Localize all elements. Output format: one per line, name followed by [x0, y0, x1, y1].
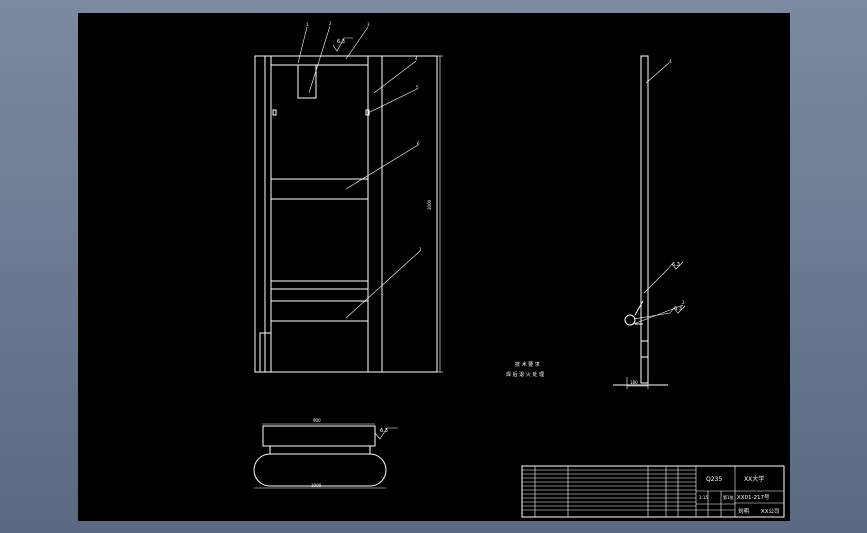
title-drawing-no: XX01-217号 — [737, 494, 770, 501]
balloon-1: 1 — [306, 22, 309, 27]
tech-requirements-title: 技 术 要 求 — [515, 361, 540, 368]
drawing-sheet: 3000 1 2 3 4 5 6 1 6.3 4 2 6.3 — [78, 13, 790, 521]
title-block-frame — [521, 465, 785, 518]
title-drawer: 刘明 — [738, 507, 750, 515]
front-outer-frame — [254, 55, 438, 373]
balloon-6: 6 — [417, 141, 420, 146]
title-material: Q235 — [706, 476, 722, 483]
side-width-dim: 180 — [630, 380, 638, 385]
front-lower-rail-upper — [270, 280, 369, 290]
side-foot — [640, 340, 649, 358]
side-post — [640, 55, 649, 384]
title-block: Q235 XX大学 XX01-217号 1:15 第1张 刘明 XX公司 — [521, 465, 785, 518]
side-surface-mark-bottom: 6.3 — [674, 306, 682, 312]
bottom-rounded-base — [253, 453, 387, 487]
front-top-bracket — [297, 64, 317, 99]
balloon-4: 4 — [415, 56, 418, 61]
bottom-surface-mark: 6.3 — [380, 428, 388, 434]
side-pivot-link — [634, 300, 644, 316]
side-pivot-circle — [624, 314, 636, 326]
balloon-2: 2 — [329, 21, 332, 26]
balloon-7: 1 — [419, 247, 422, 252]
bottom-top-rect — [262, 425, 376, 447]
bottom-width-dim: 1000 — [311, 483, 322, 488]
tech-requirements-line1: 焊 后 退 火 处 理 — [506, 371, 544, 378]
balloon-5: 5 — [416, 85, 419, 90]
front-height-dim: 3000 — [427, 199, 432, 210]
balloon-8: 4 — [669, 59, 672, 64]
bottom-top-dim: 900 — [313, 418, 321, 423]
title-sheet: 第1张 — [723, 494, 734, 500]
title-school: XX大学 — [744, 475, 764, 483]
front-view: 3000 1 2 3 4 5 6 1 6.3 — [254, 21, 443, 373]
front-foot-plate — [259, 332, 272, 373]
cad-drawing: 3000 1 2 3 4 5 6 1 6.3 4 2 6.3 — [253, 21, 785, 518]
front-lower-rail — [270, 300, 369, 322]
side-view: 4 2 6.3 6.3 180 — [613, 55, 686, 389]
side-surface-mark-top: 6.3 — [672, 262, 680, 268]
balloon-3: 3 — [367, 22, 370, 27]
title-org: XX公司 — [761, 508, 780, 515]
balloon-9: 2 — [682, 300, 685, 305]
parts-list — [522, 466, 697, 517]
front-hole-left — [272, 109, 277, 116]
title-scale: 1:15 — [699, 495, 708, 500]
bottom-view: 900 1000 6.3 — [253, 418, 398, 489]
front-surface-mark: 6.3 — [337, 39, 345, 45]
front-middle-rail — [270, 178, 369, 200]
